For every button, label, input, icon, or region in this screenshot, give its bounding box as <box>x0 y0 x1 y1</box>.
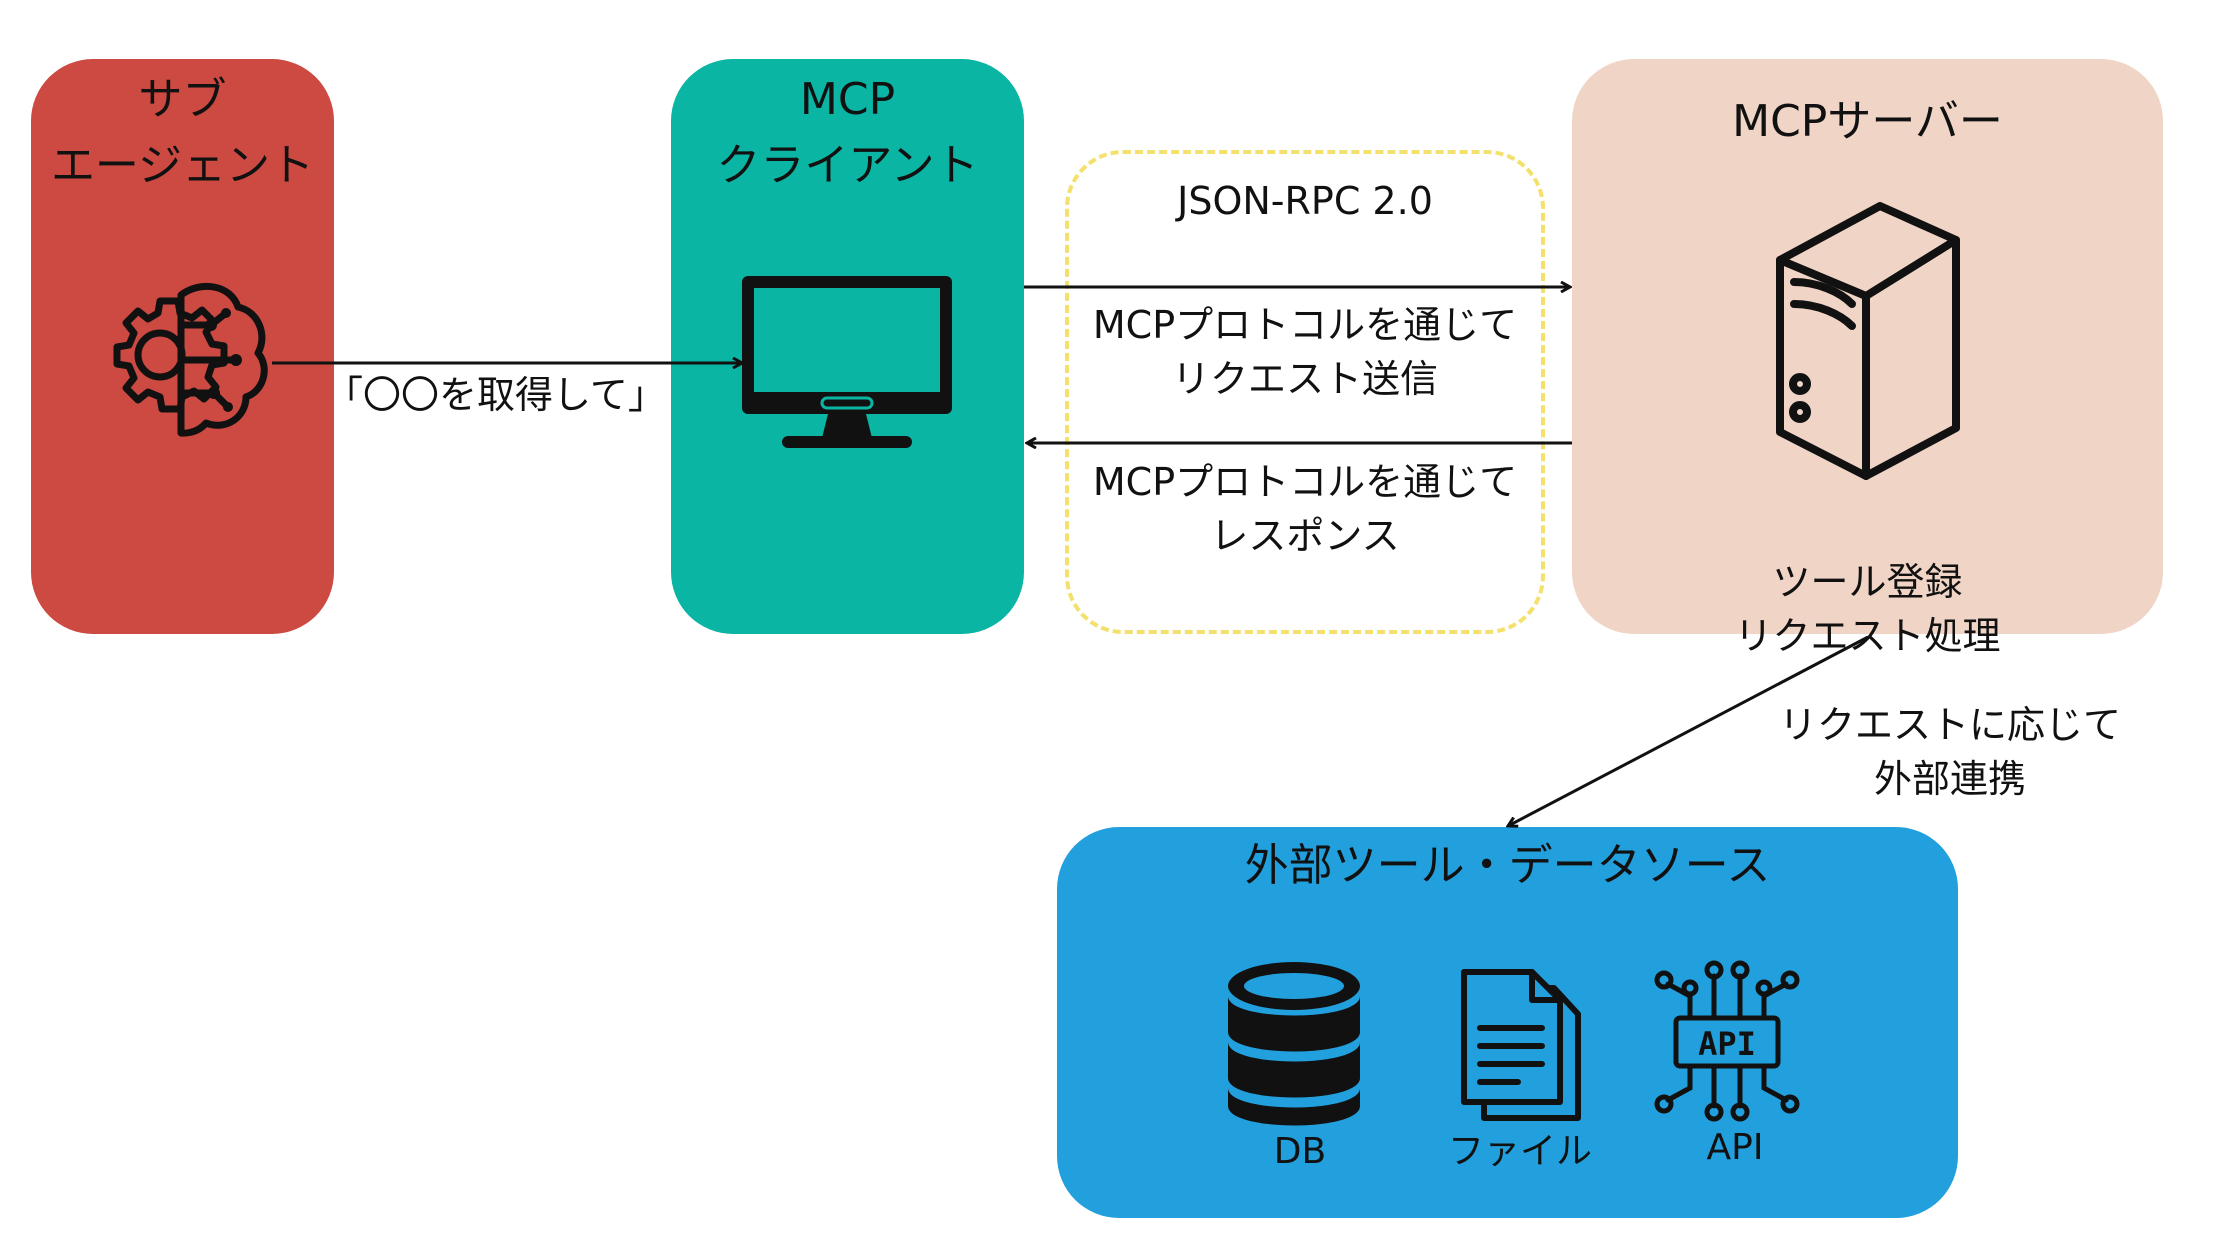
file-icon <box>1461 969 1581 1121</box>
protocol-frame: JSON-RPC 2.0 <box>1065 150 1545 634</box>
monitor-icon <box>742 276 952 448</box>
external-sources-title: 外部ツール・データソース <box>1244 840 1771 891</box>
mcp-server-caption: ツール登録 リクエスト処理 <box>1734 560 2001 658</box>
mcp-server-title: MCPサーバー <box>1732 96 2003 147</box>
db-label: DB <box>1273 1131 1327 1172</box>
arrow-server-to-external <box>1508 635 1869 826</box>
file-label: ファイル <box>1447 1131 1592 1172</box>
mcp-client-title: MCP クライアント <box>716 74 979 191</box>
server-tower-icon <box>1776 202 1960 480</box>
protocol-label: JSON-RPC 2.0 <box>1177 179 1433 223</box>
mcp-client-node: MCP クライアント <box>671 59 1024 634</box>
brain-gear-icon <box>113 283 268 437</box>
svg-text:API: API <box>1698 1025 1756 1063</box>
edge-label-client-to-server: MCPプロトコルを通じて リクエスト送信 <box>1092 303 1518 401</box>
edge-label-server-to-client: MCPプロトコルを通じて レスポンス <box>1092 460 1518 558</box>
api-label: API <box>1706 1127 1764 1168</box>
edge-label-subagent-to-client: 「〇〇を取得して」 <box>325 373 666 417</box>
subagent-title: サブ エージェント <box>50 74 315 191</box>
api-chip-icon: API <box>1654 960 1800 1122</box>
edge-label-server-to-external: リクエストに応じて 外部連携 <box>1778 703 2121 801</box>
database-icon <box>1228 962 1360 1126</box>
